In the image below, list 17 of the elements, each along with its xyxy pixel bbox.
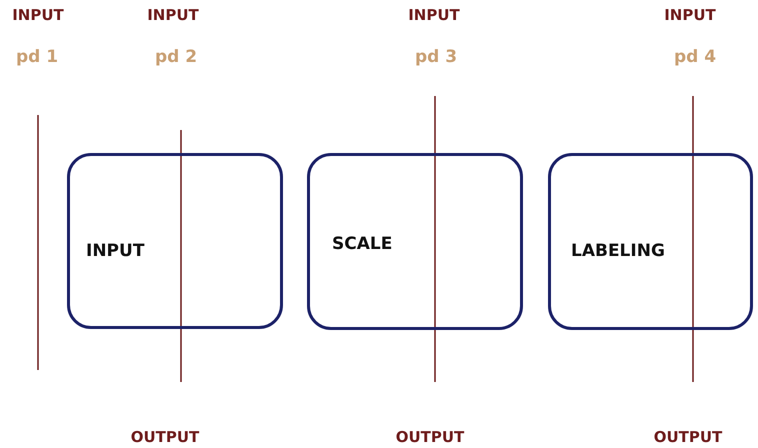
- process-box: [307, 153, 523, 330]
- input-label: INPUT: [12, 6, 64, 24]
- input-label: INPUT: [147, 6, 199, 24]
- box-label: SCALE: [332, 234, 392, 254]
- process-box: [548, 153, 753, 330]
- pd-label: pd 1: [16, 47, 58, 67]
- input-label: INPUT: [408, 6, 460, 24]
- output-label: OUTPUT: [396, 428, 464, 446]
- input-label: INPUT: [664, 6, 716, 24]
- pd-label: pd 4: [674, 47, 716, 67]
- box-label: LABELING: [571, 241, 665, 261]
- output-label: OUTPUT: [130, 428, 200, 446]
- output-label: OUTPUT: [654, 428, 722, 446]
- process-box: [67, 153, 283, 329]
- pd-label: pd 3: [414, 47, 458, 67]
- box-label: INPUT: [86, 241, 144, 261]
- pd-label: pd 2: [154, 47, 198, 67]
